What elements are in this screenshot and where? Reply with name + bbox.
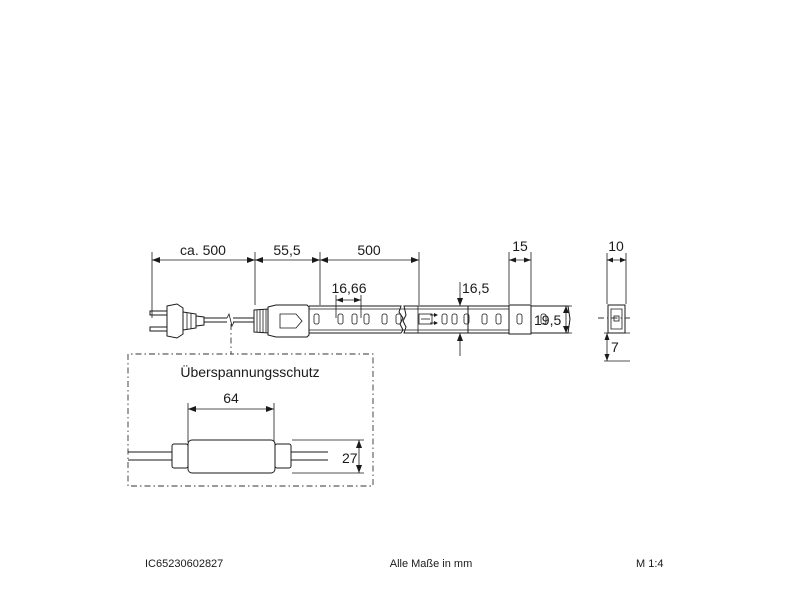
led-strip	[309, 304, 571, 335]
led-chip	[540, 313, 547, 325]
led-chip	[516, 313, 523, 325]
led-chips	[313, 313, 547, 325]
units-note: Alle Maße in mm	[390, 558, 473, 570]
protector-length-label: 64	[223, 390, 239, 406]
dimension-strip-inner-width: 16,5	[457, 280, 489, 356]
cable-length-label: ca. 500	[180, 242, 226, 258]
dimension-end-cap: 15	[508, 238, 532, 304]
segment-length-label: 500	[357, 242, 381, 258]
dimension-plug-to-strip: 55,5	[255, 242, 321, 305]
strip-connector	[253, 304, 310, 338]
led-chip	[313, 313, 320, 325]
led-chip	[463, 313, 470, 325]
surge-protection-label: Überspannungsschutz	[180, 363, 319, 380]
strip-height-label: 19,5	[534, 312, 561, 328]
led-chip	[481, 313, 488, 325]
scale-note: M 1:4	[636, 558, 664, 570]
led-pitch-label: 16,66	[331, 280, 366, 296]
profile-width-label: 10	[608, 238, 624, 254]
dimension-led-pitch: 16,66	[331, 280, 367, 318]
led-chip	[495, 313, 502, 325]
cut-marker	[418, 313, 438, 325]
surge-protector-detail: Überspannungsschutz 64 27	[127, 324, 374, 487]
led-chip	[441, 313, 448, 325]
led-chip	[381, 313, 388, 325]
dimension-strip-height: 19,5	[533, 305, 572, 334]
led-chip	[451, 313, 458, 325]
profile-height-label: 7	[611, 339, 619, 355]
article-number: IC65230602827	[145, 558, 223, 570]
profile-cross-section: 10 7	[598, 238, 630, 362]
dimension-cable-length: ca. 500	[151, 242, 256, 318]
plug-to-strip-label: 55,5	[273, 242, 300, 258]
led-chip	[395, 313, 402, 325]
led-chip	[363, 313, 370, 325]
strip-inner-width-label: 16,5	[462, 280, 489, 296]
plug	[149, 303, 205, 339]
led-chip	[337, 313, 344, 325]
protector-height-label: 27	[342, 450, 358, 466]
cable	[204, 312, 254, 328]
end-cap-label: 15	[512, 238, 528, 254]
dimension-segment-length: 500	[320, 242, 420, 305]
led-chip	[351, 313, 358, 325]
